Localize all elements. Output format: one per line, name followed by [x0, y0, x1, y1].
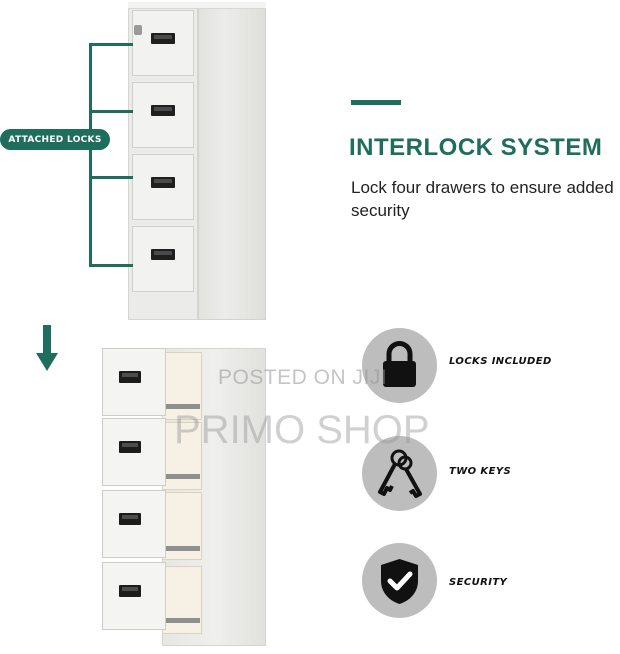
drawer-rail [162, 546, 200, 551]
feature-label-locks: LOCKS INCLUDED [449, 356, 552, 367]
drawer-handle [119, 371, 141, 383]
drawer-interior-4 [162, 566, 202, 634]
down-arrow-icon [36, 325, 58, 371]
cabinet-open-image [100, 344, 270, 649]
padlock-icon [383, 341, 416, 387]
cabinet-side [198, 2, 266, 320]
page-title: INTERLOCK SYSTEM [349, 134, 603, 161]
cabinet-top-edge [128, 2, 266, 9]
drawer-3 [132, 154, 194, 220]
open-drawer-2 [102, 418, 166, 486]
drawer-handle [119, 585, 141, 597]
open-drawer-4 [102, 562, 166, 630]
keys-icon [378, 449, 422, 498]
bracket-line-4 [89, 264, 133, 267]
bracket-line-3 [89, 176, 133, 179]
padlock-icon-circle [362, 328, 437, 403]
drawer-lock [134, 25, 142, 35]
drawer-handle [151, 177, 175, 188]
drawer-rail [162, 618, 200, 623]
drawer-handle [151, 249, 175, 260]
bracket-line-1 [89, 43, 133, 46]
watermark-shop-name: PRIMO SHOP [174, 408, 430, 452]
drawer-rail [162, 404, 200, 409]
drawer-handle [151, 33, 175, 44]
drawer-handle [151, 105, 175, 116]
bracket-line-2 [89, 110, 133, 113]
open-drawer-1 [102, 348, 166, 416]
attached-locks-badge: ATTACHED LOCKS [0, 129, 110, 150]
cabinet-closed-image [128, 2, 266, 320]
bracket-vertical-line [89, 43, 92, 267]
watermark-posted-on: POSTED ON JIJI [218, 366, 388, 389]
open-drawer-3 [102, 490, 166, 558]
drawer-handle [119, 441, 141, 453]
shield-check-icon [381, 559, 418, 604]
feature-label-keys: TWO KEYS [449, 466, 512, 477]
drawer-rail [162, 474, 200, 479]
drawer-2 [132, 82, 194, 148]
drawer-1 [132, 10, 194, 76]
drawer-handle [119, 513, 141, 525]
drawer-4 [132, 226, 194, 292]
accent-bar [351, 100, 401, 105]
shield-check-icon-circle [362, 543, 437, 618]
feature-label-security: SECURITY [449, 577, 508, 588]
keys-icon-circle [362, 436, 437, 511]
page-description: Lock four drawers to ensure added securi… [351, 178, 614, 220]
